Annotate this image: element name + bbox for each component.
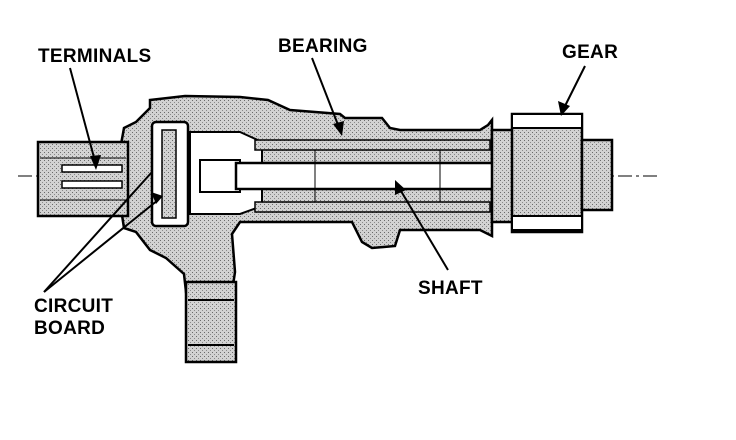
terminal-pin-lower	[61, 180, 123, 189]
gear-end-cap	[580, 138, 614, 212]
circuit-board-arrowhead	[151, 192, 163, 204]
bearing-leader	[311, 57, 341, 131]
shaft-leader	[397, 185, 449, 271]
label-shaft: SHAFT	[418, 278, 483, 299]
label-circuit-board-line1: CIRCUIT	[34, 296, 114, 317]
bearing	[254, 139, 491, 151]
gear-teeth-upper	[511, 113, 583, 129]
terminal-connector	[36, 140, 130, 218]
terminals-leader	[69, 67, 97, 166]
circuit-board-plate	[161, 129, 177, 219]
gear-teeth-lower	[511, 215, 583, 231]
label-terminals: TERMINALS	[38, 46, 152, 67]
coupling	[199, 159, 241, 193]
circuit-board-leader	[43, 199, 159, 293]
label-circuit-board-line2: BOARD	[34, 318, 106, 339]
gear-arrowhead	[558, 101, 570, 116]
label-gear: GEAR	[562, 42, 619, 63]
bearing-arrowhead	[333, 121, 344, 136]
terminal-pin-upper	[61, 164, 123, 173]
gear-body	[510, 112, 584, 234]
circuit-board-leader	[43, 171, 153, 293]
lower-boss	[184, 280, 238, 364]
shaft-arrowhead	[395, 180, 406, 195]
terminals-arrowhead	[90, 155, 101, 170]
bearing	[254, 201, 491, 213]
label-bearing: BEARING	[278, 36, 368, 57]
gear-leader	[562, 65, 586, 111]
